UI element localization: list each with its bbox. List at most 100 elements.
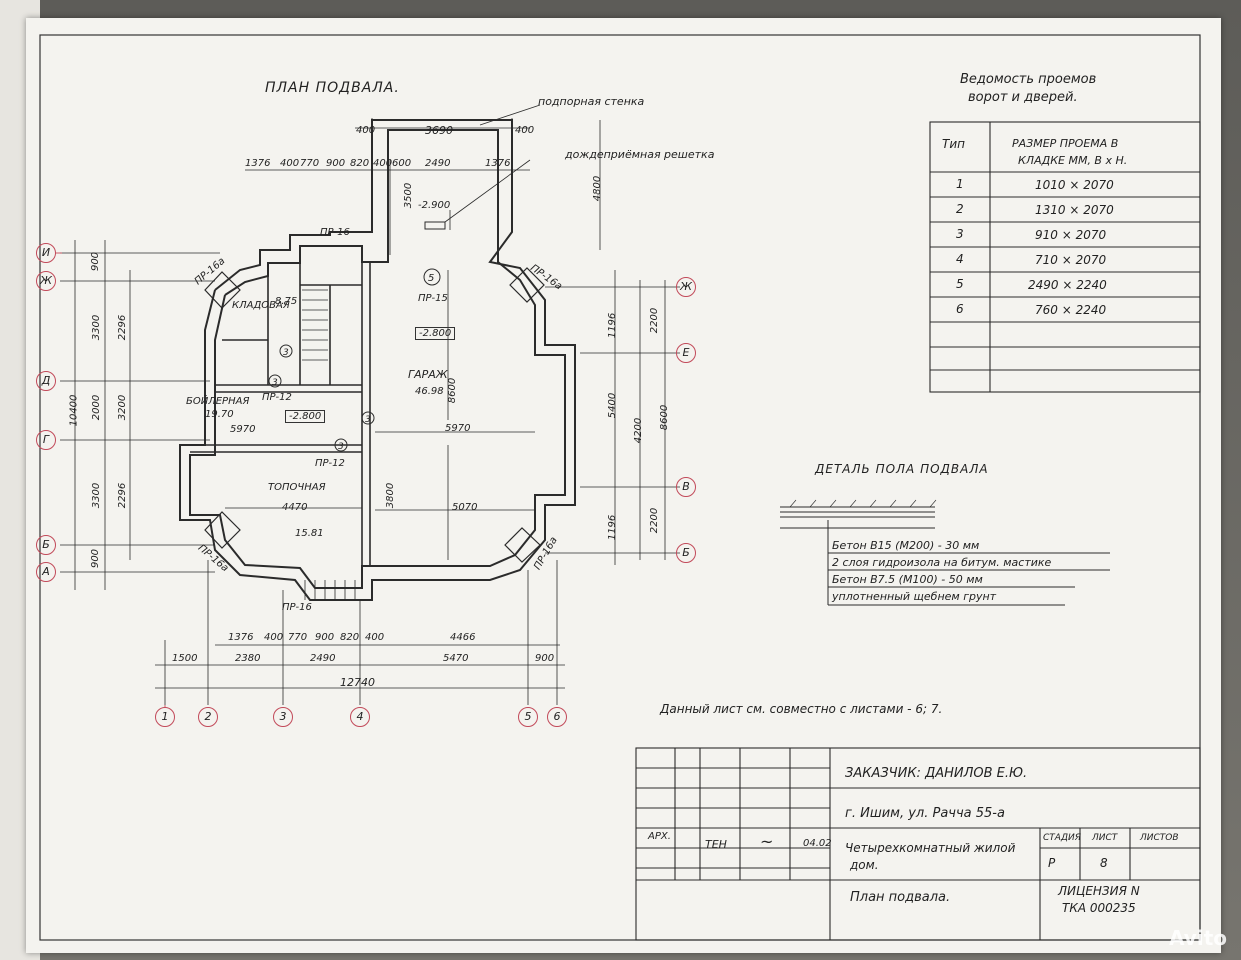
axis-marker: Ж [36, 271, 56, 291]
dim-right: 1196 [607, 312, 619, 339]
dim-right: 2200 [649, 307, 661, 334]
dim-left: 3200 [117, 394, 129, 421]
signature: ~ [760, 832, 774, 851]
table-row-type: 2 [956, 202, 964, 216]
axis-marker: 3 [273, 707, 293, 727]
room-area: 19.70 [205, 409, 234, 420]
rain-grate-label: дождеприёмная решетка [565, 148, 715, 161]
level-mark: -2.800 [415, 327, 456, 340]
floor-detail-title: ДЕТАЛЬ ПОЛА ПОДВАЛА [815, 462, 989, 476]
drawing-title: План подвала. [850, 890, 951, 905]
dim-inner: 3500 [403, 182, 415, 209]
dim-total: 12740 [340, 676, 375, 689]
floor-layer: 2 слоя гидроизола на битум. мастике [832, 556, 1052, 569]
axis-marker: И [36, 243, 56, 263]
dim-right: 8600 [659, 404, 671, 431]
room-name: ТОПОЧНАЯ [268, 482, 326, 493]
dim-top: 3690 [425, 124, 453, 137]
dim-bottom: 2490 [310, 653, 336, 664]
table-row-type: 1 [956, 177, 964, 191]
sheet-note: Данный лист см. совместно с листами - 6;… [660, 702, 943, 716]
room-area: 8.75 [275, 296, 298, 307]
table-row-size: 760 × 2240 [1035, 303, 1107, 317]
dim-top: 400 [280, 158, 300, 169]
table-row-size: 910 × 2070 [1035, 228, 1107, 242]
axis-marker: Д [36, 371, 56, 391]
project-name: Четырехкомнатный жилой [845, 841, 1016, 855]
sheets-header: ЛИСТОВ [1140, 833, 1179, 843]
retaining-wall-label: подпорная стенка [538, 95, 645, 108]
room-name: КЛАДОВАЯ [232, 300, 290, 311]
dim-inner: 5970 [445, 423, 471, 434]
dim-bottom: 4466 [450, 632, 476, 643]
floor-layer: Бетон В7.5 (М100) - 50 мм [832, 573, 983, 586]
opening-label: ПР-12 [315, 458, 345, 469]
dim-bottom: 5470 [443, 653, 469, 664]
dim-left: 900 [90, 251, 102, 272]
axis-marker: 2 [198, 707, 218, 727]
table-row-type: 5 [956, 277, 964, 291]
openings-table-title: Ведомость проемов [960, 72, 1097, 87]
project-name-2: дом. [850, 858, 879, 872]
license-2: ТКА 000235 [1062, 901, 1136, 915]
dim-top: 900 [326, 158, 346, 169]
sheet-value: 8 [1100, 856, 1108, 870]
axis-marker: Ж [676, 277, 696, 297]
col-size-header: РАЗМЕР ПРОЕМА В [1012, 137, 1119, 150]
dim-bottom: 400 [264, 632, 284, 643]
table-row-type: 6 [956, 302, 964, 316]
svg-text:5: 5 [428, 273, 434, 284]
axis-marker: Е [676, 343, 696, 363]
table-row-type: 3 [956, 227, 964, 241]
dim-bottom: 400 [365, 632, 385, 643]
opening-label: ПР-16 [282, 602, 312, 613]
col-size-header-2: КЛАДКЕ ММ, В х Н. [1018, 154, 1128, 167]
axis-marker: Б [36, 535, 56, 555]
col-type-header: Тип [942, 137, 965, 151]
dim-top: 1376 [245, 158, 271, 169]
dim-inner: 5070 [452, 502, 478, 513]
dim-inner: 4800 [592, 175, 604, 202]
table-row-size: 2490 × 2240 [1028, 278, 1107, 292]
dim-bottom: 820 [340, 632, 360, 643]
opening-label: ПР-12 [262, 392, 292, 403]
address: г. Ишим, ул. Рачча 55-а [845, 806, 1005, 821]
floor-layer: Бетон В15 (М200) - 30 мм [832, 539, 980, 552]
license: ЛИЦЕНЗИЯ N [1058, 884, 1140, 898]
opening-label: ПР-16 [320, 227, 350, 238]
axis-marker: Б [676, 543, 696, 563]
room-name: БОЙЛЕРНАЯ [186, 396, 250, 407]
dim-left: 900 [90, 548, 102, 569]
dim-inner: 4470 [282, 502, 308, 513]
svg-text:3: 3 [338, 442, 344, 452]
table-row-size: 1310 × 2070 [1035, 203, 1114, 217]
dim-top: 770 [300, 158, 320, 169]
room-name: ГАРАЖ [408, 368, 448, 381]
floor-layer: уплотненный щебнем грунт [832, 590, 997, 603]
watermark-logo: Avito [1169, 926, 1227, 950]
axis-marker: 4 [350, 707, 370, 727]
level-mark: -2.800 [285, 410, 326, 423]
dim-left: 2296 [117, 314, 129, 341]
dim-inner: 5970 [230, 424, 256, 435]
axis-marker: 6 [547, 707, 567, 727]
svg-text:3: 3 [365, 415, 371, 425]
dim-inner: 8600 [447, 377, 459, 404]
sheet-header: ЛИСТ [1092, 833, 1118, 843]
stage-header: СТАДИЯ [1043, 833, 1081, 843]
opening-label: ПР-15 [418, 293, 448, 304]
axis-marker: В [676, 477, 696, 497]
dim-bottom: 900 [315, 632, 335, 643]
plan-title: ПЛАН ПОДВАЛА. [265, 80, 400, 96]
dim-right: 1196 [607, 514, 619, 541]
customer: ЗАКАЗЧИК: ДАНИЛОВ Е.Ю. [845, 766, 1028, 781]
dim-left: 2296 [117, 482, 129, 509]
dim-bottom: 770 [288, 632, 308, 643]
drawing-sheet [26, 18, 1221, 953]
stage-value: Р [1048, 856, 1056, 870]
grate-level: -2.900 [418, 200, 451, 211]
svg-text:3: 3 [272, 378, 278, 388]
table-row-size: 710 × 2070 [1035, 253, 1107, 267]
